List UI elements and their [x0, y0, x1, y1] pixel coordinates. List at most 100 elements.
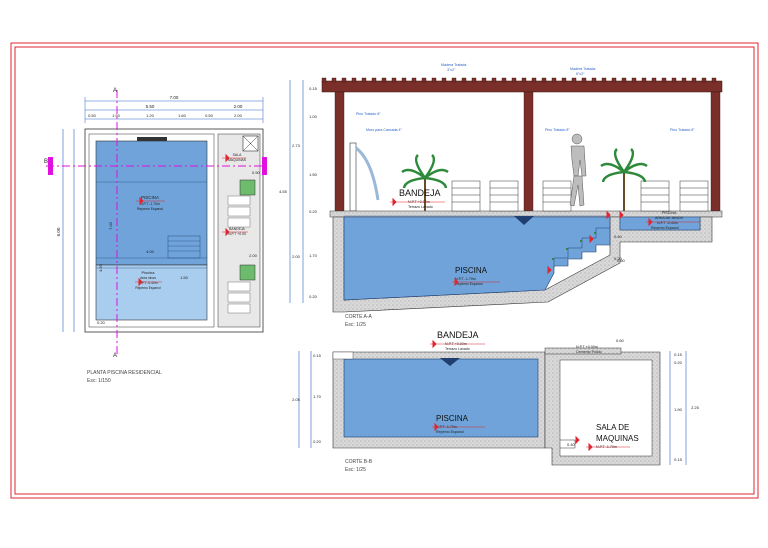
palm-tree-icon — [600, 148, 648, 211]
svg-text:0.60: 0.60 — [617, 258, 626, 263]
section-a-bandeja: BANDEJA — [399, 188, 441, 198]
plan-title: PLANTA PISCINA RESIDENCIAL — [87, 370, 162, 376]
plan-dim-sub-6: 2.00 — [234, 113, 243, 118]
svg-text:0.20: 0.20 — [614, 256, 623, 261]
svg-text:Area ninos: Area ninos — [140, 276, 156, 280]
svg-text:Repemo Espanol: Repemo Espanol — [135, 286, 161, 290]
section-a-kids-pool — [619, 216, 701, 231]
svg-text:Repemo Espanol: Repemo Espanol — [455, 282, 483, 286]
svg-text:0.20: 0.20 — [674, 360, 683, 365]
svg-text:2.05: 2.05 — [292, 397, 301, 402]
svg-text:Madera Tratada: Madera Tratada — [570, 67, 595, 71]
plan-section-b: B — [44, 159, 48, 165]
plan-main-pool — [95, 140, 208, 266]
svg-text:MAQUINAS: MAQUINAS — [228, 158, 247, 162]
svg-text:6"x2": 6"x2" — [576, 72, 585, 76]
svg-text:N.P.T -0.40m: N.P.T -0.40m — [138, 281, 157, 285]
section-b-piscina: PISCINA — [436, 414, 469, 423]
section-a-scale: Esc: 1/25 — [345, 322, 366, 328]
svg-text:2.00: 2.00 — [249, 253, 258, 258]
plan-dim-top-2: 2.00 — [234, 104, 243, 109]
svg-text:4.50: 4.50 — [98, 263, 103, 272]
section-b-sala: SALA DE — [596, 423, 629, 432]
section-b: 0.15 2.05 1.70 0.20 BANDEJA N.P.T +0.00m… — [292, 330, 700, 473]
svg-text:0.40: 0.40 — [567, 442, 576, 447]
svg-text:0.20: 0.20 — [309, 209, 318, 214]
svg-text:0.20: 0.20 — [309, 294, 318, 299]
svg-text:0.15: 0.15 — [674, 457, 683, 462]
svg-text:1.90: 1.90 — [674, 407, 683, 412]
svg-text:N.P.T -1.70m: N.P.T -1.70m — [455, 277, 476, 281]
outer-border — [10, 42, 759, 499]
pergola-post-2 — [523, 91, 534, 212]
svg-text:Terrazo Lavado: Terrazo Lavado — [445, 347, 470, 351]
svg-text:1.00: 1.00 — [309, 114, 318, 119]
plan-dim-left: 6.00 — [56, 227, 61, 236]
svg-text:Repemo Espanol: Repemo Espanol — [137, 207, 163, 211]
svg-text:MAQUINAS: MAQUINAS — [596, 434, 639, 443]
plan-pool-label: PISCINA — [141, 195, 159, 200]
svg-text:0.20: 0.20 — [313, 439, 322, 444]
svg-text:2.25: 2.25 — [691, 405, 700, 410]
svg-text:N.P.T +0.00: N.P.T +0.00 — [228, 232, 246, 236]
svg-text:1.50: 1.50 — [309, 172, 318, 177]
svg-text:3"x2": 3"x2" — [447, 68, 456, 72]
svg-text:0.15: 0.15 — [309, 86, 318, 91]
svg-text:2.00: 2.00 — [292, 254, 301, 259]
svg-text:AREA DE NINOS: AREA DE NINOS — [655, 216, 684, 220]
svg-text:0.40: 0.40 — [614, 234, 623, 239]
palm-tree-icon — [401, 154, 449, 211]
section-a: 0.15 1.00 1.50 2.73 4.55 0.20 2.00 1.70 … — [279, 63, 723, 328]
plan-scale: Esc: 1/150 — [87, 378, 111, 384]
plan-section-a-top: A — [113, 88, 117, 94]
plan-dim-total: 7.00 — [170, 95, 179, 100]
plan-kids-label: Piscina — [142, 270, 156, 275]
plan-section-a-bottom: A — [113, 353, 117, 359]
plan-dim-sub-4: 1.60 — [178, 113, 187, 118]
section-a-piscina: PISCINA — [455, 266, 488, 275]
plan-dim-top-1: 5.50 — [146, 104, 155, 109]
svg-text:Repemo Espanol: Repemo Espanol — [651, 226, 679, 230]
svg-text:1.50: 1.50 — [180, 275, 189, 280]
svg-text:Muro para Cascada 4": Muro para Cascada 4" — [366, 128, 403, 132]
svg-text:2.73: 2.73 — [292, 143, 301, 148]
svg-text:0.15: 0.15 — [313, 353, 322, 358]
svg-text:Pino Tratado 8": Pino Tratado 8" — [670, 128, 695, 132]
svg-text:Pino Tratado 8": Pino Tratado 8" — [545, 128, 570, 132]
plan-planter-2 — [239, 264, 256, 281]
svg-text:Repemo Espanol: Repemo Espanol — [436, 430, 464, 434]
svg-text:0.60: 0.60 — [616, 338, 625, 343]
svg-text:BANDEJA: BANDEJA — [229, 227, 245, 231]
svg-text:4.55: 4.55 — [279, 189, 288, 194]
plan-dim-sub-5: 0.50 — [205, 113, 214, 118]
section-a-main-pool — [343, 216, 611, 301]
plan-dim-sub-3: 1.20 — [146, 113, 155, 118]
svg-text:N.P.T -0.40m: N.P.T -0.40m — [657, 221, 678, 225]
svg-text:0.50: 0.50 — [252, 170, 261, 175]
section-b-bandeja: BANDEJA — [437, 330, 479, 340]
section-b-title: CORTE B-B — [345, 459, 373, 465]
plan-dim-sub-1: 0.50 — [88, 113, 97, 118]
svg-text:Pino Tratado 8": Pino Tratado 8" — [356, 112, 381, 116]
svg-text:1.70: 1.70 — [313, 394, 322, 399]
pergola-post-3 — [710, 91, 721, 212]
svg-text:4.00: 4.00 — [146, 249, 155, 254]
person-icon — [569, 133, 587, 207]
svg-text:Madera Tratada: Madera Tratada — [441, 63, 466, 67]
section-b-machine-room — [559, 359, 653, 457]
svg-text:SALA: SALA — [233, 153, 242, 157]
svg-text:PISCINA: PISCINA — [662, 211, 677, 215]
svg-text:0.15: 0.15 — [674, 352, 683, 357]
inner-border — [14, 46, 755, 495]
section-a-title: CORTE A-A — [345, 314, 373, 320]
svg-text:Terrazo Lavado: Terrazo Lavado — [408, 205, 433, 209]
svg-text:0.20: 0.20 — [97, 320, 106, 325]
svg-text:Cemento Pulido: Cemento Pulido — [576, 350, 602, 354]
svg-text:N.P.T +0.00m: N.P.T +0.00m — [576, 345, 598, 349]
plan-kids-pool — [95, 264, 208, 321]
section-b-pool — [343, 358, 539, 438]
svg-text:1.70: 1.70 — [309, 253, 318, 258]
pergola-post-1 — [334, 91, 345, 212]
